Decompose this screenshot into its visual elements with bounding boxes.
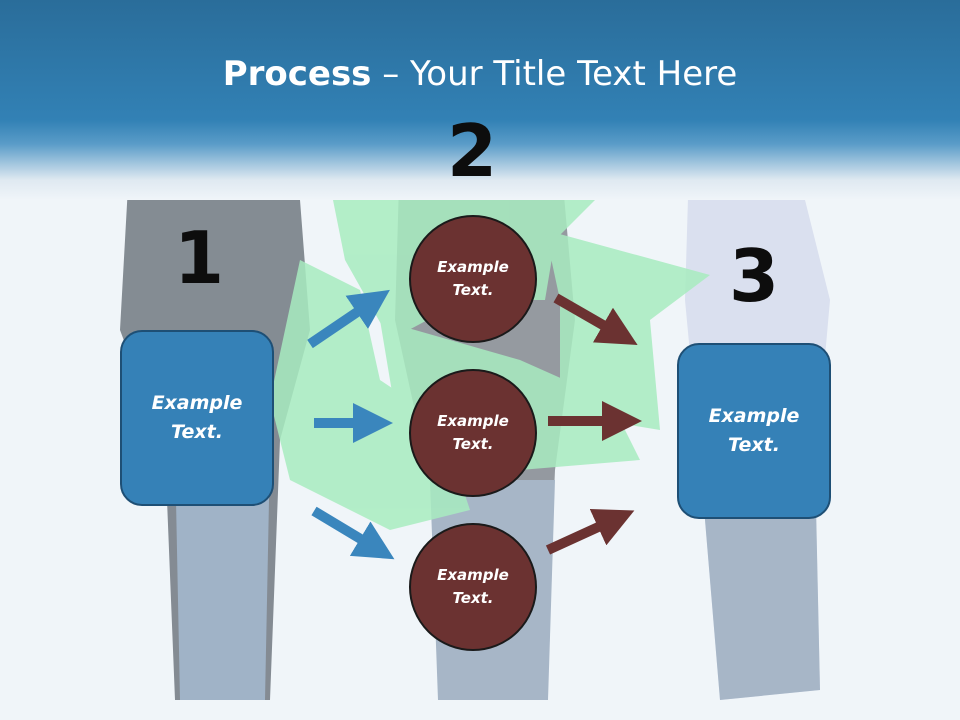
circle-1-text: Example Text. — [437, 258, 509, 299]
title-bar — [0, 0, 960, 200]
title-rest: – Your Title Text Here — [371, 54, 738, 94]
circle-2[interactable]: Example Text. — [409, 369, 537, 497]
right-box[interactable]: Example Text. — [677, 343, 831, 519]
arrow-to-circle-1 — [307, 289, 390, 349]
right-box-text: Example Text. — [708, 405, 800, 456]
title-bold: Process — [222, 54, 372, 94]
step-number-1: 1 — [173, 216, 225, 300]
arrow-from-circle-1 — [553, 293, 638, 345]
step-number-3: 3 — [728, 234, 780, 318]
step-number-2: 2 — [446, 109, 498, 193]
slide-title: Process – Your Title Text Here — [0, 52, 960, 96]
left-box-text: Example Text. — [151, 392, 243, 443]
arrow-to-circle-3 — [311, 506, 395, 560]
circle-2-text: Example Text. — [437, 412, 509, 453]
circle-3[interactable]: Example Text. — [409, 523, 537, 651]
left-box[interactable]: Example Text. — [120, 330, 274, 506]
circle-3-text: Example Text. — [437, 566, 509, 607]
circle-1[interactable]: Example Text. — [409, 215, 537, 343]
arrow-from-circle-3 — [545, 508, 635, 555]
